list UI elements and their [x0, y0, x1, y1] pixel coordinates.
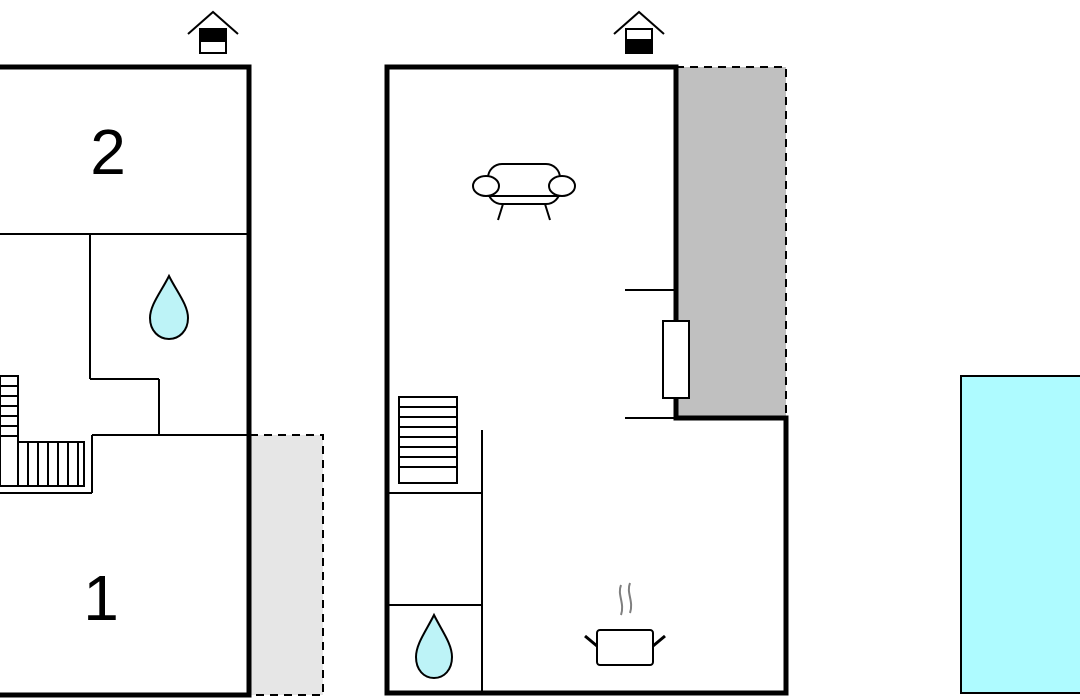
water-drop-icon [148, 273, 190, 341]
cabinet [662, 320, 690, 399]
staircase-icon [0, 375, 85, 487]
terrace-left [249, 434, 324, 696]
sofa-icon [472, 163, 576, 221]
cooking-pot-icon [584, 582, 666, 666]
staircase-icon-middle [398, 396, 458, 484]
water-drop-icon-middle [414, 612, 454, 680]
room-label-bedroom-1: 1 [83, 562, 119, 634]
middle-floor-plan [384, 10, 789, 696]
outer-wall-middle [384, 64, 789, 696]
inner-walls-left [0, 233, 249, 494]
terrace-right [675, 66, 787, 419]
house-entrance-icon-middle [613, 10, 665, 54]
room-label-bedroom-2: 2 [90, 116, 126, 188]
outer-wall-left [0, 64, 252, 698]
swimming-pool [960, 375, 1080, 694]
inner-walls-middle [387, 289, 676, 693]
house-entrance-icon [187, 10, 239, 54]
left-floor-plan: 2 1 [0, 10, 324, 698]
